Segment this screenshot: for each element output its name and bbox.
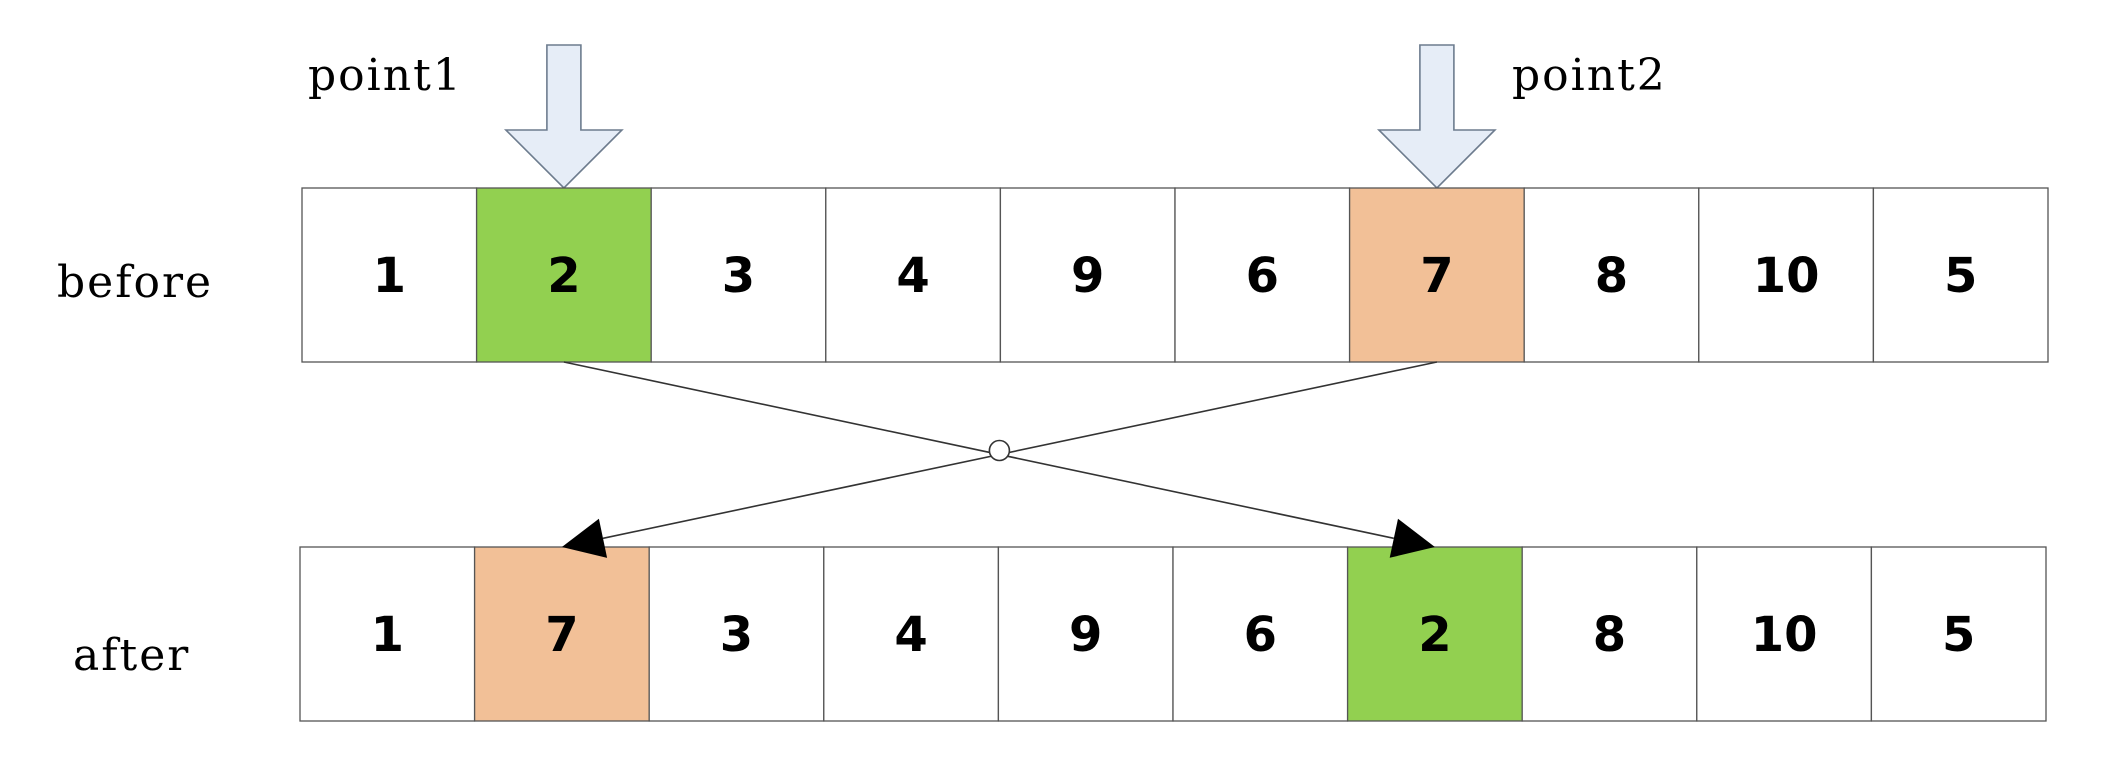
array-cell: 6 (1172, 546, 1349, 722)
rows-layer: 1 2 3 4 9 6 7 8 10 5 1 7 3 4 9 6 2 8 10 5 (299, 187, 2049, 722)
array-cell: 10 (1698, 187, 1875, 363)
array-cell: 6 (1174, 187, 1351, 363)
cell-value: 6 (1246, 248, 1279, 304)
array-cell: 4 (825, 187, 1002, 363)
array-cell: 9 (999, 187, 1176, 363)
cell-box (1696, 546, 1873, 722)
cell-value: 3 (722, 248, 755, 304)
array-cell: 9 (997, 546, 1174, 722)
array-cell: 1 (299, 546, 476, 722)
cell-box (999, 187, 1176, 363)
array-cell: 8 (1521, 546, 1698, 722)
cell-value: 5 (1942, 607, 1975, 663)
cell-box (1872, 187, 2049, 363)
swap-lines (561, 361, 1438, 558)
cell-value: 5 (1944, 248, 1977, 304)
labels-layer: before after point1 point2 (57, 50, 1667, 681)
cell-box (1521, 546, 1698, 722)
cell-box (473, 546, 650, 722)
array-cell: 2 (1346, 546, 1523, 722)
pointer-arrow-point2 (1376, 44, 1497, 190)
cell-box (650, 187, 827, 363)
cell-value: 4 (894, 607, 927, 663)
cell-box (648, 546, 825, 722)
cell-value: 2 (1418, 607, 1451, 663)
cell-box (1172, 546, 1349, 722)
pointer-label-point2: point2 (1512, 50, 1667, 101)
array-cell: 5 (1872, 187, 2049, 363)
array-cell: 8 (1523, 187, 1700, 363)
swap-arrow-point1-to-point2 (563, 361, 1394, 540)
cell-box (825, 187, 1002, 363)
array-row-after: 1 7 3 4 9 6 2 8 10 5 (299, 546, 2047, 722)
cell-value: 7 (545, 607, 578, 663)
cell-box (1870, 546, 2047, 722)
cell-box (1346, 546, 1523, 722)
cell-box (1174, 187, 1351, 363)
swap-arrow-point1-to-point2-head (1389, 518, 1435, 558)
cell-value: 4 (896, 248, 929, 304)
cell-value: 1 (373, 248, 406, 304)
cell-value: 8 (1593, 607, 1626, 663)
cell-value: 9 (1069, 607, 1102, 663)
cell-value: 1 (371, 607, 404, 663)
cell-box (997, 546, 1174, 722)
swap-arrow-point2-to-point1-head (561, 518, 608, 558)
cell-value: 7 (1420, 248, 1453, 304)
array-cell: 3 (648, 546, 825, 722)
cell-box (475, 187, 652, 363)
pointer-layer (503, 44, 1497, 190)
array-cell: 5 (1870, 546, 2047, 722)
pointer-arrow-point1 (503, 44, 624, 190)
array-cell: 7 (1348, 187, 1525, 363)
array-cell: 4 (823, 546, 1000, 722)
cell-value: 10 (1753, 248, 1820, 304)
cell-value: 2 (547, 248, 580, 304)
array-row-before: 1 2 3 4 9 6 7 8 10 5 (301, 187, 2049, 363)
array-cell: 3 (650, 187, 827, 363)
pointer-label-point1: point1 (308, 50, 463, 101)
cell-value: 3 (720, 607, 753, 663)
cell-box (1698, 187, 1875, 363)
cell-value: 10 (1751, 607, 1818, 663)
cell-value: 6 (1244, 607, 1277, 663)
cell-value: 8 (1595, 248, 1628, 304)
cell-box (823, 546, 1000, 722)
row-label-before: before (57, 257, 213, 308)
row-label-after: after (73, 630, 190, 681)
array-cell: 2 (475, 187, 652, 363)
cell-value: 9 (1071, 248, 1104, 304)
cell-box (301, 187, 478, 363)
line-crossing-hop (988, 439, 1011, 462)
cell-box (1523, 187, 1700, 363)
array-cell: 10 (1696, 546, 1873, 722)
array-cell: 1 (301, 187, 478, 363)
array-cell: 7 (473, 546, 650, 722)
swap-arrow-point2-to-point1 (602, 361, 1438, 540)
